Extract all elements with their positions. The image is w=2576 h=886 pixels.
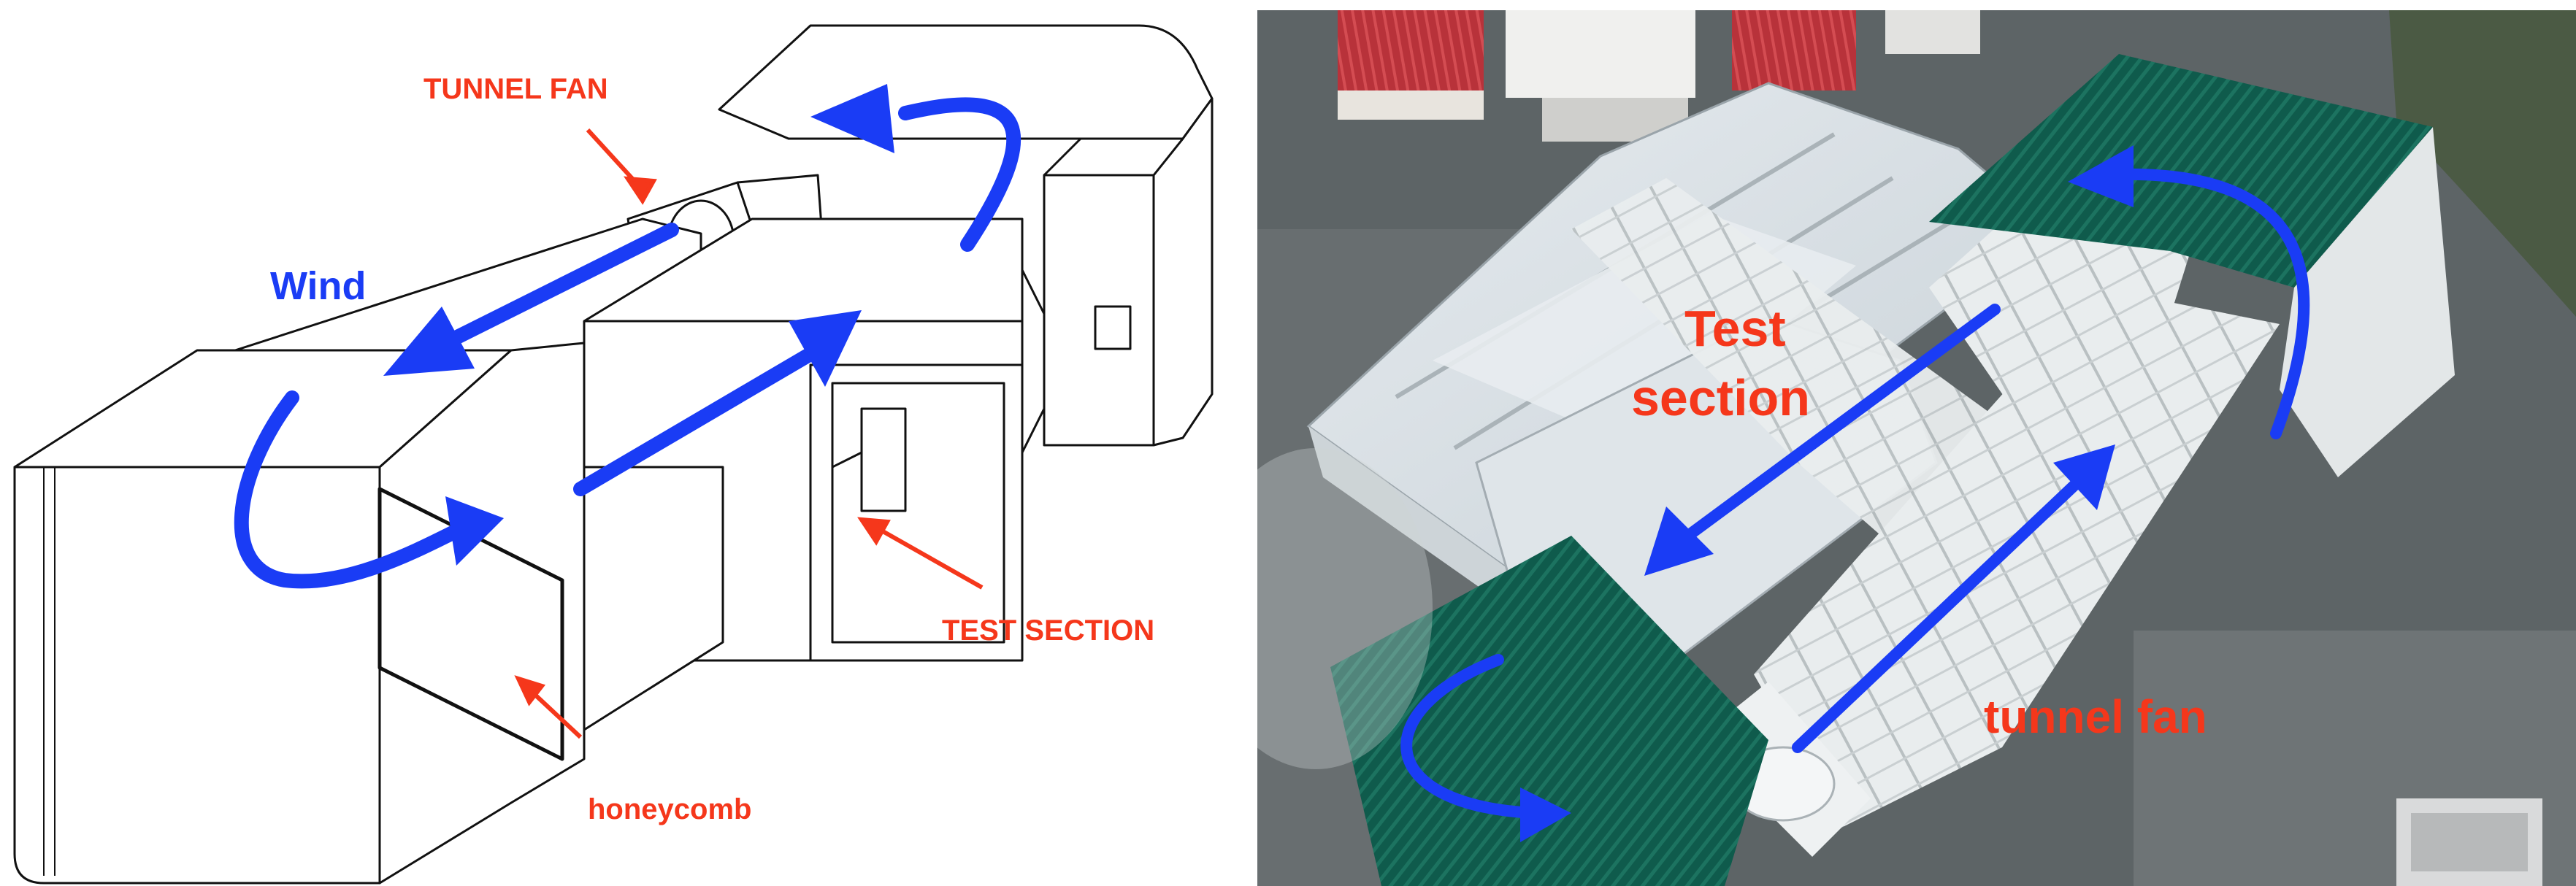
settling-chamber: [13, 342, 586, 885]
arrowhead-test-section: [789, 310, 862, 387]
flow-arrow-left-loop: [234, 390, 460, 589]
aerial-photo-illustration: Test section tunnel fan: [1257, 10, 2576, 886]
photo-label-section: section: [1631, 369, 1810, 426]
wind-tunnel-schematic: TUNNEL FAN Wind TEST SECTION honeycomb: [0, 0, 1241, 886]
steam: [1257, 448, 1433, 769]
photo-label-test: Test: [1684, 300, 1786, 357]
label-wind: Wind: [270, 264, 366, 308]
flow-arrow-test-section: [573, 347, 818, 496]
aerial-photo: Test section tunnel fan: [1257, 10, 2576, 886]
photo-flow-bottom-loop: [1400, 654, 1541, 819]
cooling-unit: [2396, 798, 2542, 886]
photo-flow-top-loop: [2113, 168, 2310, 439]
photo-flow-down: [1682, 304, 2001, 542]
return-duct: [1571, 178, 2039, 565]
arrowhead-wind: [383, 307, 475, 376]
corner-building: [2280, 127, 2455, 477]
photo-label-tunnel-fan: tunnel fan: [1984, 690, 2207, 743]
arrowhead-top-loop: [810, 84, 894, 153]
flow-arrow-wind: [438, 223, 679, 350]
green-roof-upper: [1929, 54, 2433, 288]
vegetation: [2389, 10, 2576, 317]
green-roof-lower: [1330, 536, 1768, 886]
photo-flow-fan: [1792, 479, 2081, 753]
label-honeycomb: honeycomb: [588, 793, 751, 825]
houses: [1338, 10, 1980, 142]
arrowhead-left-loop: [445, 496, 504, 566]
schematic-drawing: TUNNEL FAN Wind TEST SECTION honeycomb: [13, 24, 1214, 885]
pointer-test-section: [871, 523, 984, 590]
label-test-section: TEST SECTION: [942, 615, 1154, 647]
label-tunnel-fan: TUNNEL FAN: [423, 73, 608, 105]
flow-arrow-top-loop: [898, 97, 1021, 252]
honeycomb-frame: [377, 487, 564, 761]
